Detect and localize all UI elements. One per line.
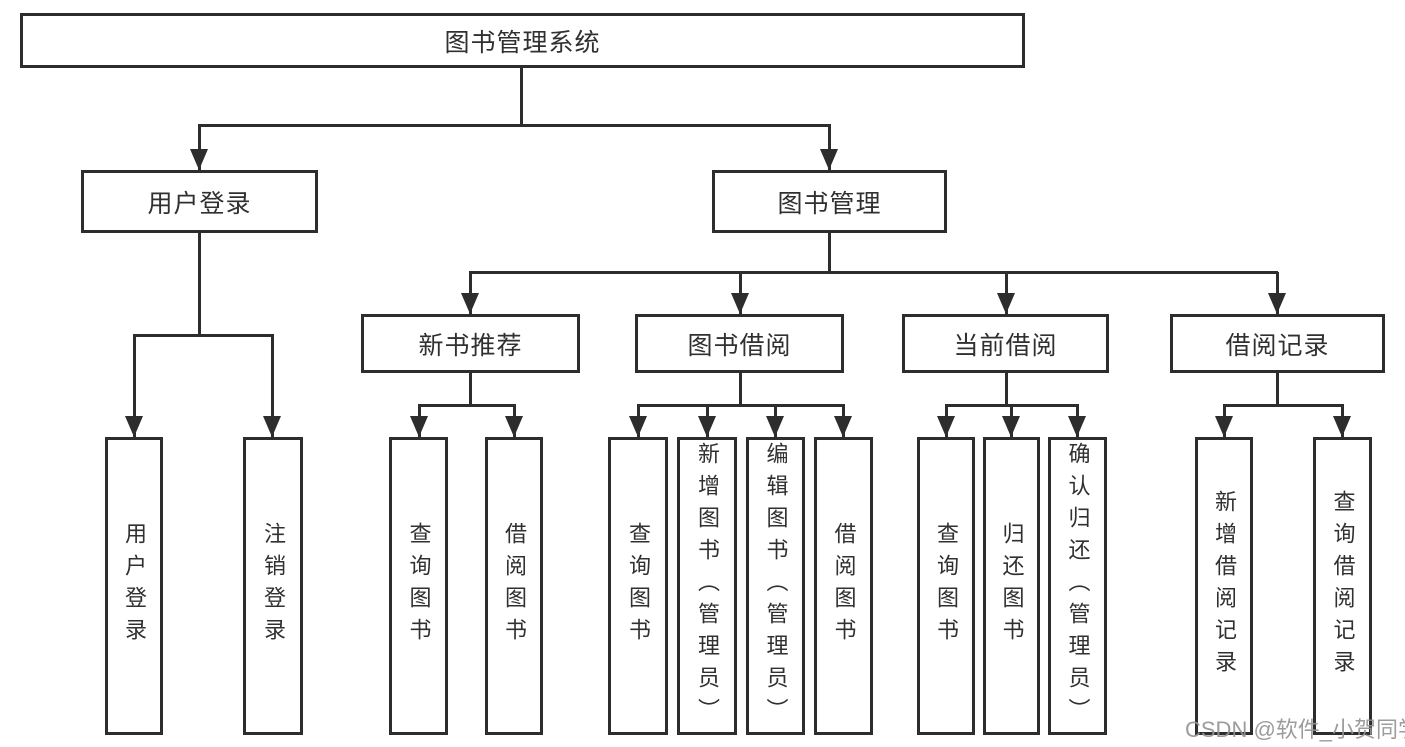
node-label: 图书管理 xyxy=(777,189,882,218)
connector-line xyxy=(198,125,201,170)
csdn-watermark: CSDN @软件_小贺同学 xyxy=(1185,717,1405,742)
arrow-down xyxy=(410,416,428,437)
node-borrowing-records: 借阅记录 xyxy=(1170,314,1385,373)
node-current-borrowing: 当前借阅 xyxy=(902,314,1109,373)
connector-line xyxy=(739,373,742,406)
leaf-add-borrow-record: 新增借阅记录 xyxy=(1195,437,1253,735)
node-label: 新书推荐 xyxy=(418,331,523,360)
connector-line xyxy=(520,68,523,125)
leaf-label: 借阅图书 xyxy=(831,522,857,650)
leaf-label: 查询图书 xyxy=(626,522,651,650)
leaf-edit-book-admin: 编辑图书（管理员） xyxy=(746,437,805,735)
arrow-down xyxy=(1215,416,1233,437)
connector-line xyxy=(469,271,1278,274)
leaf-user-login: 用户登录 xyxy=(105,437,163,735)
leaf-query-borrow-record: 查询借阅记录 xyxy=(1313,437,1372,735)
connector-line xyxy=(198,124,831,127)
arrow-down xyxy=(997,293,1015,314)
connector-line xyxy=(637,404,845,407)
leaf-query-books-recommend: 查询图书 xyxy=(389,437,448,735)
leaf-label: 查询图书 xyxy=(406,522,432,650)
connector-line xyxy=(271,335,274,437)
node-new-book-recommendation: 新书推荐 xyxy=(361,314,580,373)
leaf-confirm-return-admin: 确认归还（管理员） xyxy=(1048,437,1107,735)
arrow-down xyxy=(698,416,716,437)
connector-line xyxy=(469,373,472,406)
node-user-login: 用户登录 xyxy=(81,170,318,233)
connector-line xyxy=(133,334,274,337)
connector-line xyxy=(133,335,136,437)
leaf-label: 归还图书 xyxy=(999,522,1025,650)
node-label: 图书借阅 xyxy=(687,331,792,360)
leaf-label: 新增图书（管理员） xyxy=(695,442,720,730)
arrow-down xyxy=(190,149,208,170)
arrow-down xyxy=(1268,293,1286,314)
node-label: 图书管理系统 xyxy=(444,28,601,57)
leaf-label: 用户登录 xyxy=(122,522,147,650)
connector-line xyxy=(198,233,201,335)
connector-line xyxy=(828,233,831,272)
node-label: 借阅记录 xyxy=(1225,331,1330,360)
connector-line xyxy=(418,404,516,407)
leaf-label: 编辑图书（管理员） xyxy=(763,442,789,730)
connector-line xyxy=(1005,373,1008,406)
arrow-down xyxy=(629,416,647,437)
arrow-down xyxy=(731,293,749,314)
leaf-query-books-borrowing: 查询图书 xyxy=(608,437,668,735)
leaf-query-books-current: 查询图书 xyxy=(917,437,975,735)
connector-line xyxy=(1276,373,1279,406)
node-book-management: 图书管理 xyxy=(712,170,947,233)
leaf-logout: 注销登录 xyxy=(243,437,303,735)
connector-line xyxy=(828,125,831,170)
node-label: 用户登录 xyxy=(147,189,252,218)
arrow-down xyxy=(834,416,852,437)
node-book-borrowing: 图书借阅 xyxy=(635,314,844,373)
leaf-label: 注销登录 xyxy=(261,522,286,650)
connector-line xyxy=(1223,404,1344,407)
arrow-down xyxy=(820,149,838,170)
leaf-borrow-books-recommend: 借阅图书 xyxy=(485,437,543,735)
leaf-borrow-books-borrowing: 借阅图书 xyxy=(814,437,873,735)
leaf-label: 新增借阅记录 xyxy=(1212,490,1237,682)
arrow-down xyxy=(1002,416,1020,437)
leaf-add-book-admin: 新增图书（管理员） xyxy=(677,437,737,735)
leaf-label: 确认归还（管理员） xyxy=(1065,442,1091,730)
arrow-down xyxy=(263,416,281,437)
leaf-label: 查询图书 xyxy=(934,522,959,650)
arrow-down xyxy=(1333,416,1351,437)
arrow-down xyxy=(505,416,523,437)
arrow-down xyxy=(766,416,784,437)
leaf-label: 借阅图书 xyxy=(502,522,527,650)
node-library-management-system: 图书管理系统 xyxy=(20,13,1025,68)
arrow-down xyxy=(937,416,955,437)
arrow-down xyxy=(1068,416,1086,437)
arrow-down xyxy=(461,293,479,314)
leaf-return-books: 归还图书 xyxy=(983,437,1040,735)
arrow-down xyxy=(125,416,143,437)
leaf-label: 查询借阅记录 xyxy=(1330,490,1356,682)
node-label: 当前借阅 xyxy=(953,331,1058,360)
